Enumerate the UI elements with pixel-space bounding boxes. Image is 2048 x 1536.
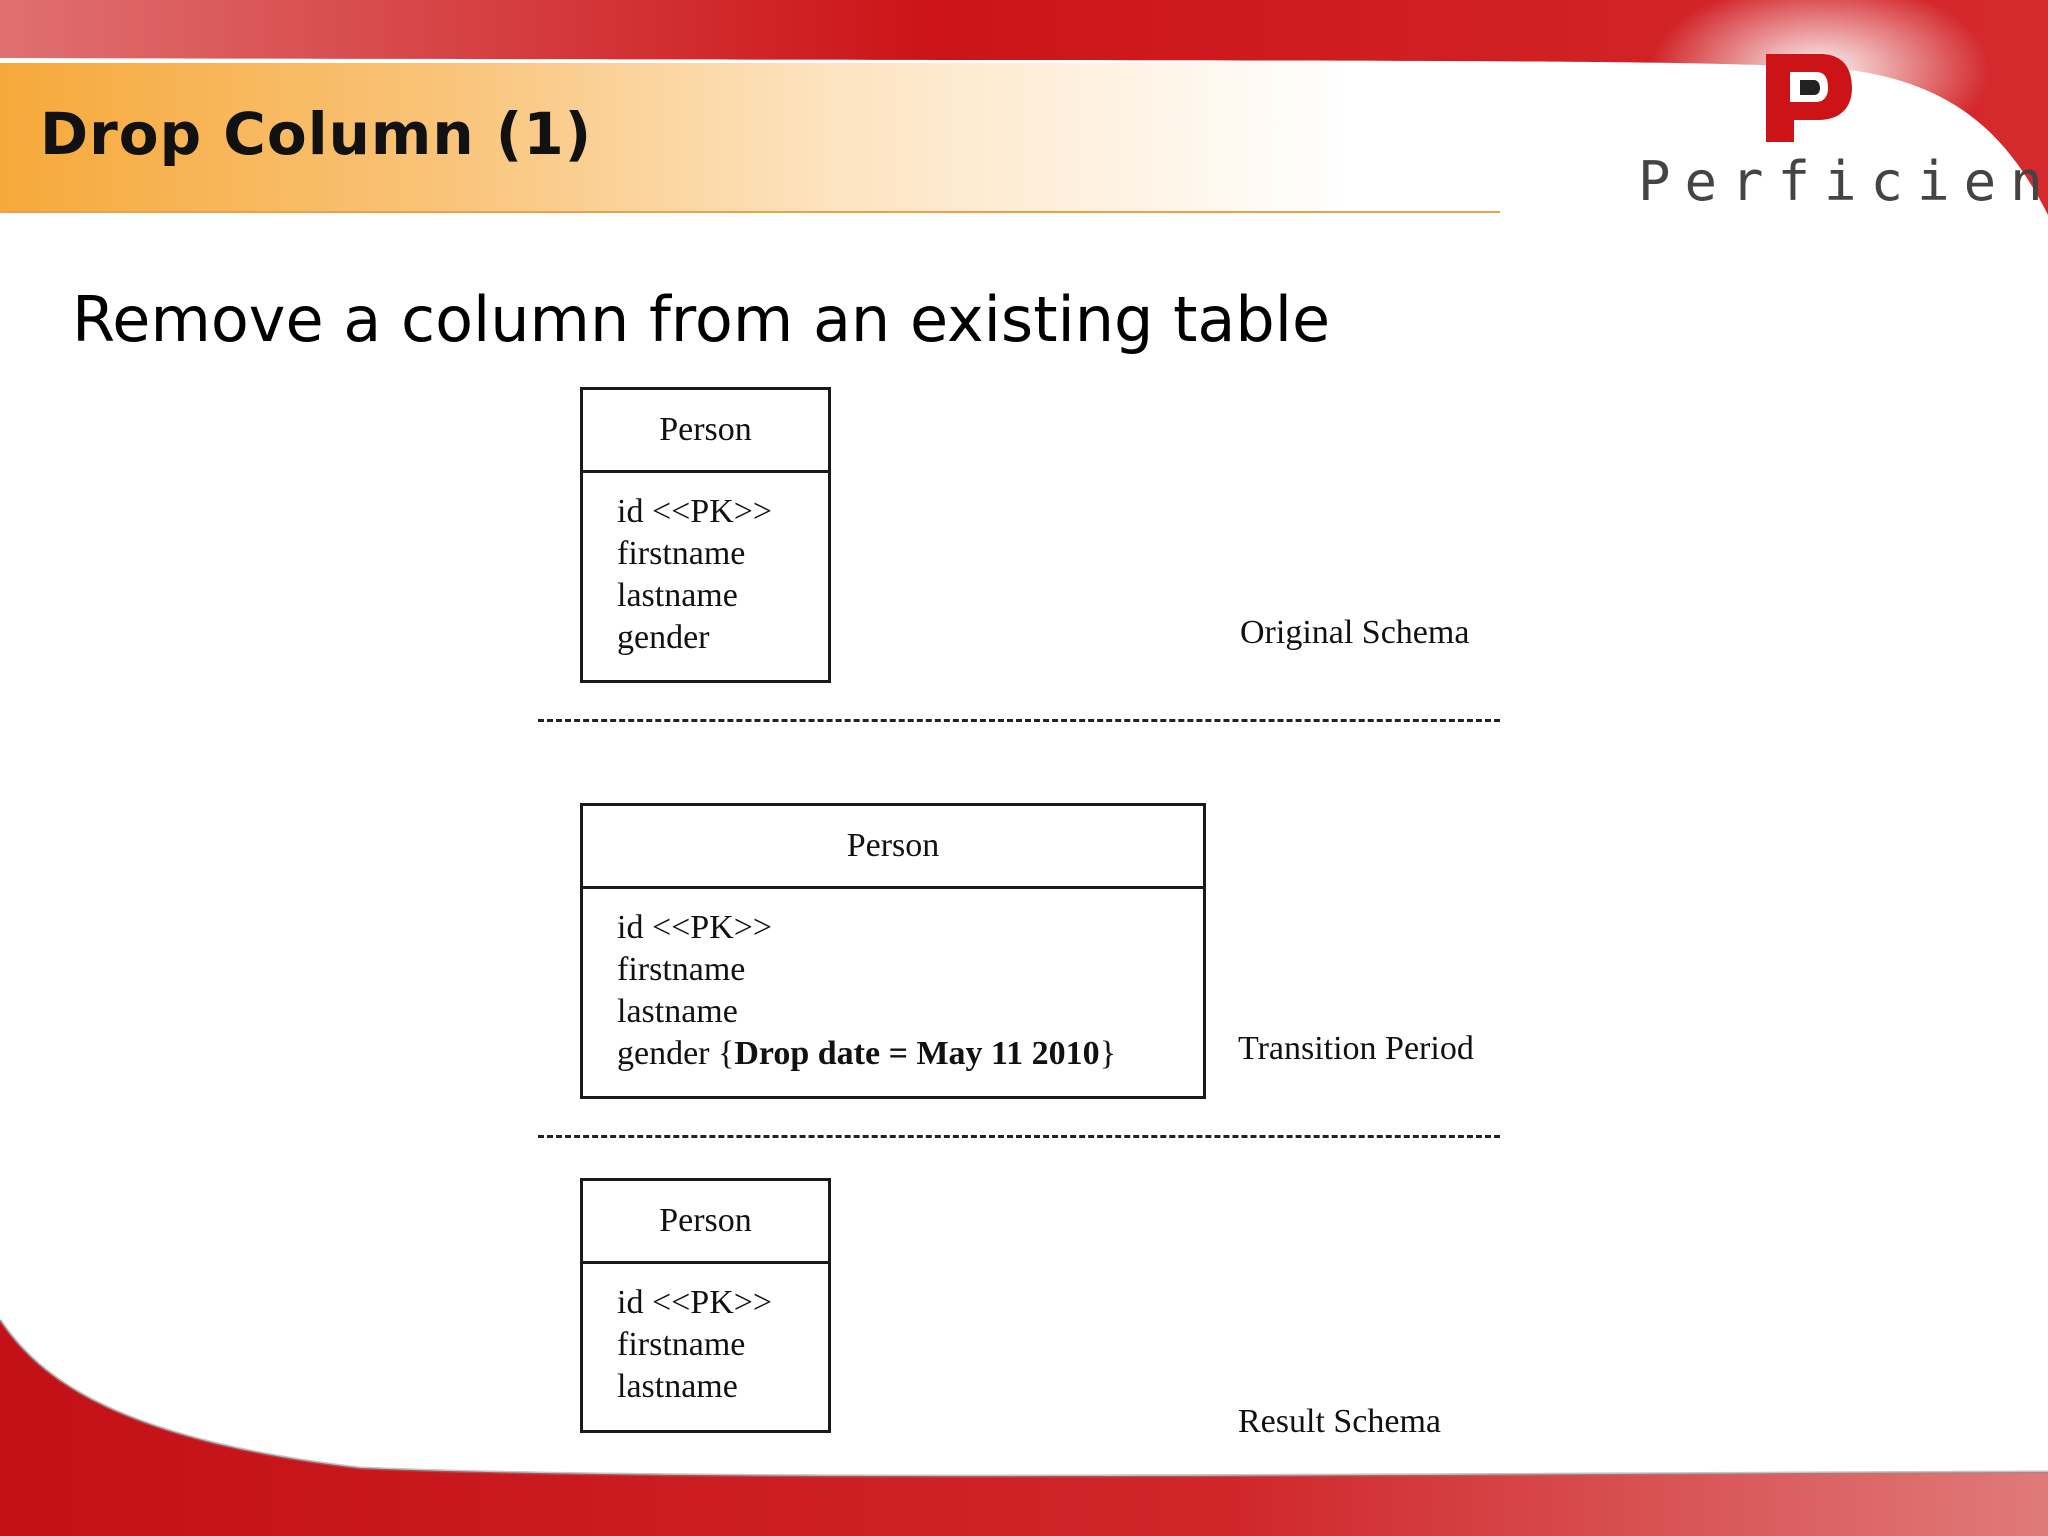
table-columns: id <<PK>> firstname lastname gender bbox=[583, 473, 828, 659]
table-name: Person bbox=[583, 1181, 828, 1264]
column-row: lastname bbox=[617, 993, 738, 1030]
column-row: id <<PK>> bbox=[617, 909, 773, 946]
column-row: lastname bbox=[617, 577, 738, 614]
title-band bbox=[0, 63, 1500, 213]
column-row: id <<PK>> bbox=[617, 493, 773, 530]
column-row: firstname bbox=[617, 535, 746, 572]
table-name: Person bbox=[583, 390, 828, 473]
annotated-column-row: gender {Drop date = May 11 2010} bbox=[617, 1033, 1203, 1075]
stage-label-original: Original Schema bbox=[1240, 614, 1470, 651]
stage-label-transition: Transition Period bbox=[1238, 1030, 1474, 1067]
drop-date-annotation: Drop date = May 11 2010 bbox=[734, 1035, 1100, 1072]
column-row: firstname bbox=[617, 1326, 746, 1363]
logo-wordmark: Perficient bbox=[1638, 150, 2048, 213]
transition-person-table: Person id <<PK>> firstname lastname gend… bbox=[580, 803, 1206, 1099]
column-suffix: } bbox=[1099, 1035, 1117, 1072]
perficient-logo-icon bbox=[1766, 54, 1852, 142]
stage-label-result: Result Schema bbox=[1238, 1403, 1442, 1440]
stage-divider bbox=[538, 719, 1500, 722]
column-prefix: gender { bbox=[617, 1035, 735, 1072]
table-columns: id <<PK>> firstname lastname bbox=[583, 1264, 828, 1408]
column-row: firstname bbox=[617, 951, 746, 988]
slide-title: Drop Column (1) bbox=[40, 100, 593, 168]
table-columns: id <<PK>> firstname lastname gender {Dro… bbox=[583, 889, 1203, 1075]
table-name: Person bbox=[583, 806, 1203, 889]
original-person-table: Person id <<PK>> firstname lastname gend… bbox=[580, 387, 831, 683]
column-row: gender bbox=[617, 619, 710, 656]
stage-divider bbox=[538, 1135, 1500, 1138]
column-row: id <<PK>> bbox=[617, 1284, 773, 1321]
result-person-table: Person id <<PK>> firstname lastname bbox=[580, 1178, 831, 1433]
slide-subtitle: Remove a column from an existing table bbox=[72, 283, 1331, 356]
column-row: lastname bbox=[617, 1368, 738, 1405]
